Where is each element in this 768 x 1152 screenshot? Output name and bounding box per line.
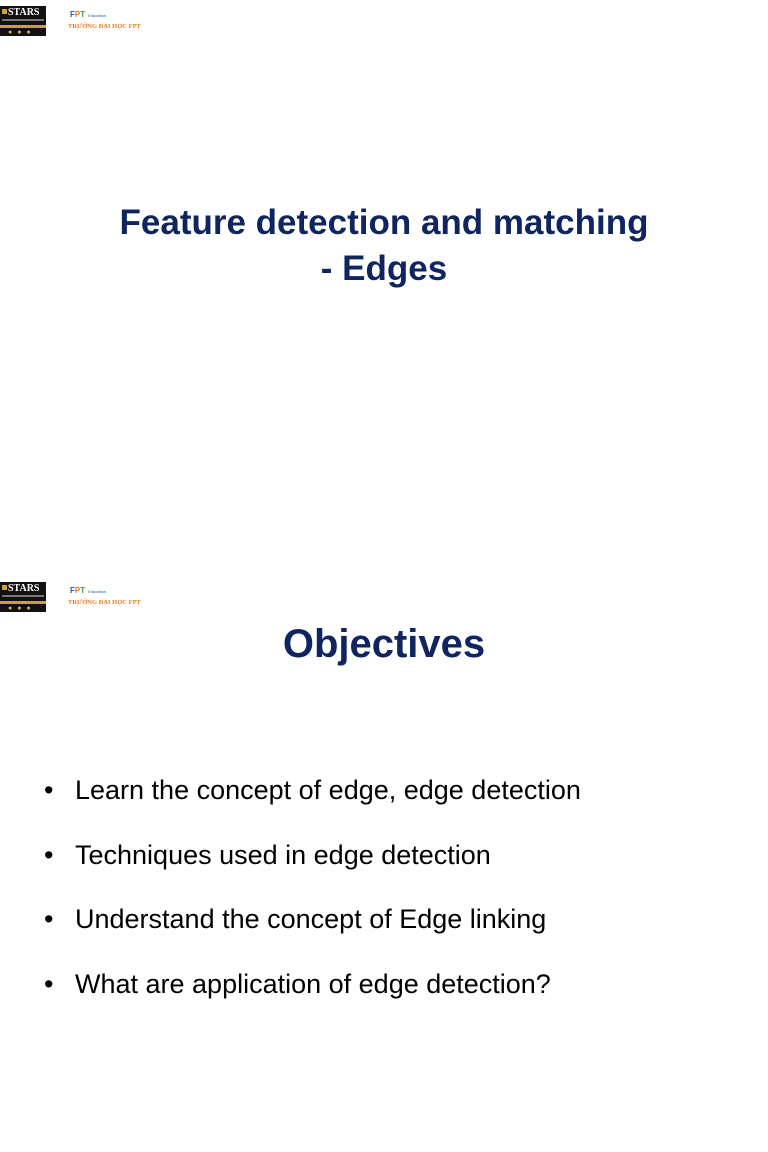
university-name: TRƯỜNG ĐẠI HỌC FPT — [68, 599, 141, 606]
slide-title: Feature detection and matching - Edges — [119, 203, 649, 288]
list-item: •What are application of edge detection? — [44, 968, 551, 999]
objectives-list: •Learn the concept of edge, edge detecti… — [44, 758, 581, 1016]
stars-logo: STARS ●●● — [0, 6, 46, 36]
list-item: •Techniques used in edge detection — [44, 839, 491, 870]
stars-logo: STARS ●●● — [0, 582, 46, 612]
objectives-title: Objectives — [282, 622, 486, 666]
list-item: •Understand the concept of Edge linking — [44, 904, 547, 934]
university-name: TRƯỜNG ĐẠI HỌC FPT — [68, 23, 141, 30]
list-item: •Learn the concept of edge, edge detecti… — [44, 775, 581, 805]
